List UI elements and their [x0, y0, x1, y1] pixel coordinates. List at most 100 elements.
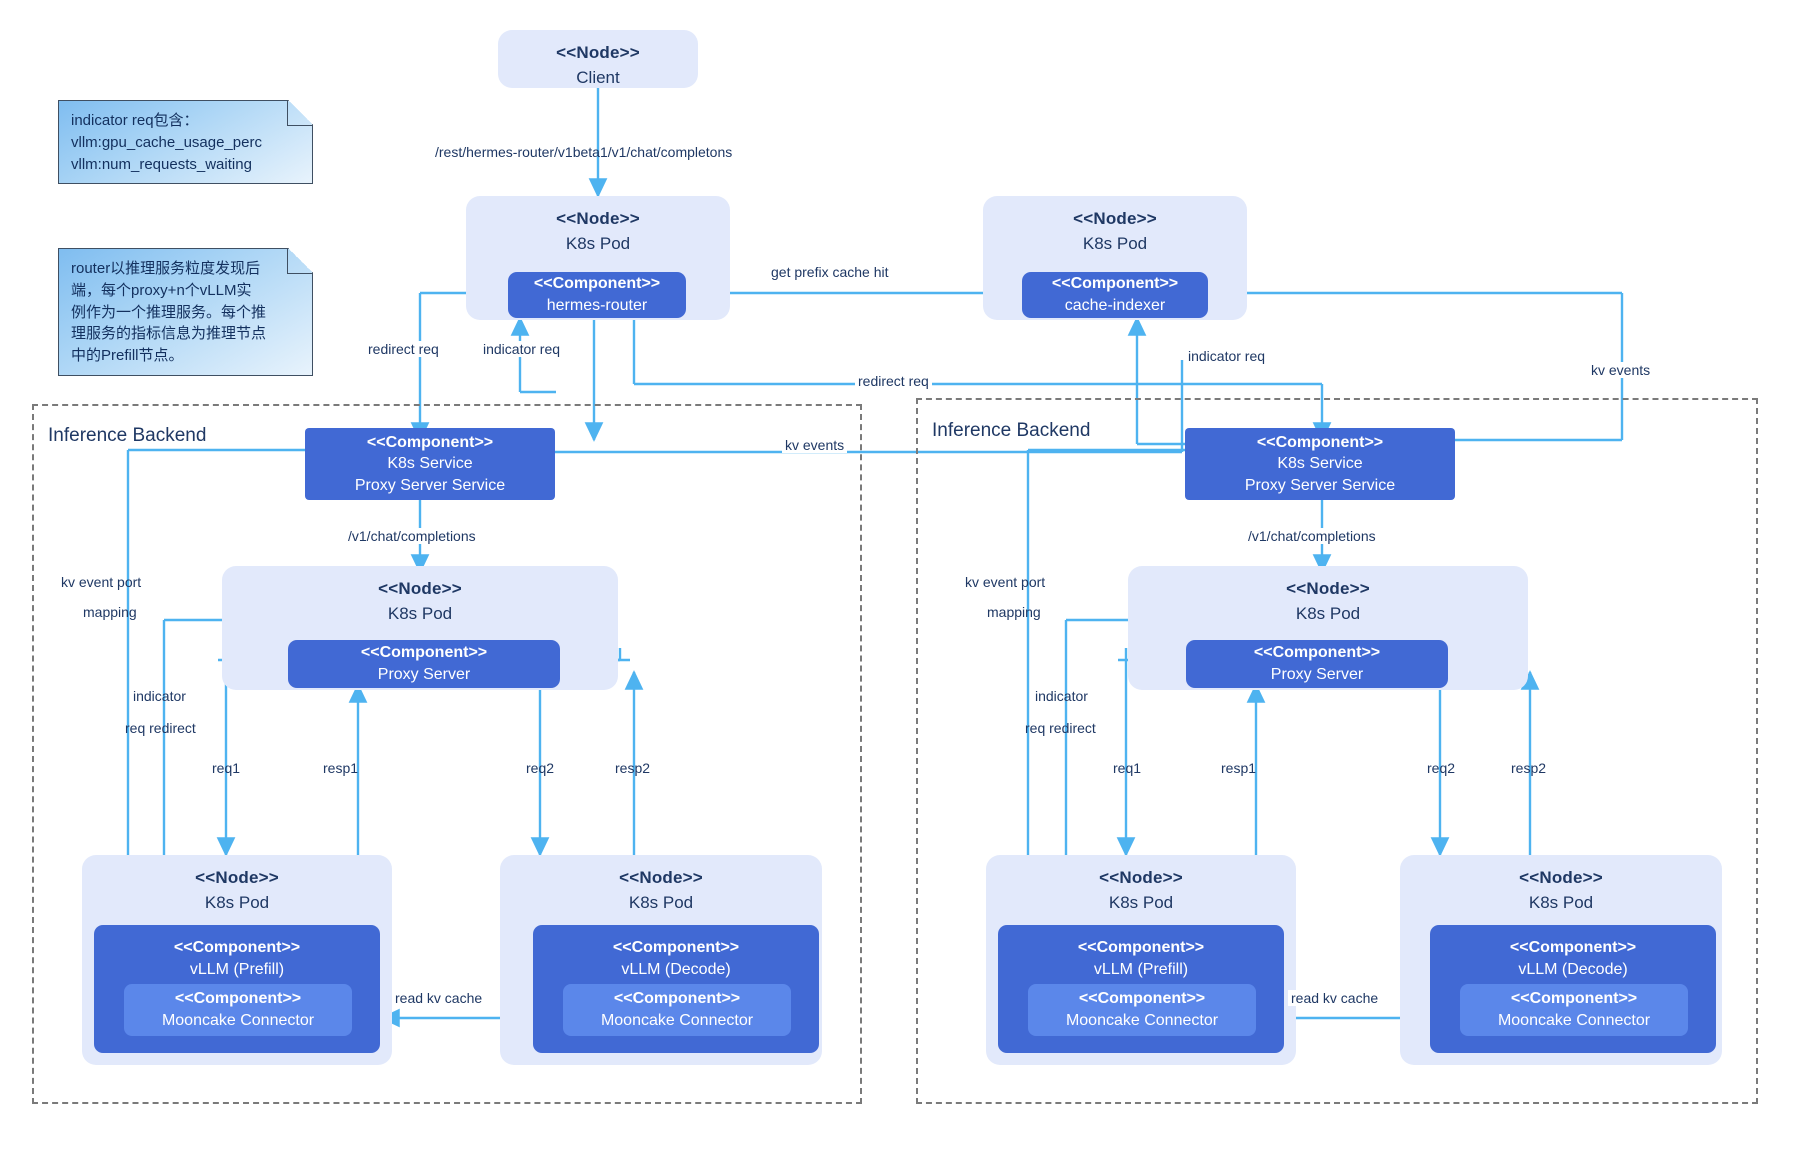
- node-stereotype: <<Node>>: [1519, 868, 1603, 887]
- component-stereotype: <<Component>>: [613, 990, 741, 1008]
- node-label: K8s Pod: [628, 892, 694, 912]
- component-stereotype: <<Component>>: [1077, 939, 1205, 956]
- note-router-discovery: router以推理服务粒度发现后 端，每个proxy+n个vLLM实 例作为一个…: [58, 248, 313, 376]
- component-hermes-router[interactable]: <<Component>> hermes-router: [508, 272, 686, 318]
- edge-label-resp2-left: resp2: [615, 760, 651, 776]
- edge-label-redirect-req-right: redirect req: [855, 373, 932, 389]
- component-stereotype: <<Component>>: [1510, 990, 1638, 1008]
- note-line: vllm:num_requests_waiting: [71, 155, 252, 173]
- component-label: Mooncake Connector: [600, 1012, 754, 1029]
- component-label: Mooncake Connector: [161, 1012, 315, 1029]
- node-stereotype: <<Node>>: [1099, 868, 1183, 887]
- component-stereotype: <<Component>>: [1051, 275, 1179, 293]
- component-stereotype: <<Component>>: [533, 275, 661, 293]
- component-label: Proxy Server: [377, 666, 471, 683]
- note-fold-icon: [287, 248, 313, 274]
- component-label-line2: Proxy Server Service: [1244, 476, 1396, 494]
- component-mooncake-connector-decode-left[interactable]: <<Component>> Mooncake Connector: [563, 984, 791, 1036]
- node-stereotype: <<Node>>: [1073, 209, 1157, 228]
- edge-label-resp1-right: resp1: [1221, 760, 1257, 776]
- edge-label-resp2-right: resp2: [1511, 760, 1547, 776]
- note-indicator-req: indicator req包含： vllm:gpu_cache_usage_pe…: [58, 100, 313, 185]
- component-k8s-service-left[interactable]: <<Component>> K8s Service Proxy Server S…: [305, 428, 555, 500]
- component-stereotype: <<Component>>: [1253, 644, 1381, 662]
- node-label: Client: [576, 67, 620, 87]
- note-line: vllm:gpu_cache_usage_perc: [71, 133, 262, 151]
- component-stereotype: <<Component>>: [612, 939, 740, 956]
- component-label: vLLM (Prefill): [189, 960, 285, 978]
- note-line: 端，每个proxy+n个vLLM实: [71, 281, 252, 299]
- component-mooncake-connector-prefill-right[interactable]: <<Component>> Mooncake Connector: [1028, 984, 1256, 1036]
- node-stereotype: <<Node>>: [1286, 579, 1370, 598]
- component-label: hermes-router: [546, 297, 648, 314]
- component-label: vLLM (Prefill): [1093, 960, 1189, 978]
- component-label: vLLM (Decode): [1518, 960, 1628, 978]
- note-line: router以推理服务粒度发现后: [71, 260, 261, 277]
- component-stereotype: <<Component>>: [173, 939, 301, 956]
- edge-label-indicator-right-1: indicator: [1035, 688, 1088, 704]
- backend-right-title: Inference Backend: [932, 420, 1091, 441]
- edge-label-indicator-left-2: req redirect: [125, 720, 196, 736]
- component-stereotype: <<Component>>: [1078, 990, 1206, 1008]
- component-stereotype: <<Component>>: [1509, 939, 1637, 956]
- backend-left-frame: [32, 404, 862, 1104]
- component-mooncake-connector-prefill-left[interactable]: <<Component>> Mooncake Connector: [124, 984, 352, 1036]
- edge-label-req2-left: req2: [526, 760, 555, 776]
- component-stereotype: <<Component>>: [1256, 433, 1384, 451]
- node-client[interactable]: <<Node>> Client: [498, 30, 698, 88]
- component-cache-indexer[interactable]: <<Component>> cache-indexer: [1022, 272, 1208, 318]
- node-label: K8s Pod: [1082, 233, 1148, 253]
- node-label: K8s Pod: [565, 233, 631, 253]
- component-stereotype: <<Component>>: [174, 990, 302, 1008]
- edge-label-req1-right: req1: [1113, 760, 1142, 776]
- note-line: 例作为一个推理服务。每个推: [71, 303, 267, 321]
- node-label: K8s Pod: [1108, 892, 1174, 912]
- node-stereotype: <<Node>>: [619, 868, 703, 887]
- node-stereotype: <<Node>>: [556, 43, 640, 62]
- backend-left-title: Inference Backend: [48, 425, 207, 446]
- edge-label-kv-event-port-right-1: kv event port: [965, 574, 1046, 590]
- component-label: Mooncake Connector: [1065, 1012, 1219, 1029]
- component-proxy-server-left[interactable]: <<Component>> Proxy Server: [288, 640, 560, 688]
- component-mooncake-connector-decode-right[interactable]: <<Component>> Mooncake Connector: [1460, 984, 1688, 1036]
- edge-label-kv-events-right: kv events: [1588, 362, 1654, 378]
- component-proxy-server-right[interactable]: <<Component>> Proxy Server: [1186, 640, 1448, 688]
- node-stereotype: <<Node>>: [378, 579, 462, 598]
- note-line: 理服务的指标信息为推理节点: [71, 325, 267, 343]
- component-label-line1: K8s Service: [387, 455, 473, 473]
- edge-label-kv-event-port-right-2: mapping: [987, 604, 1041, 620]
- node-label: K8s Pod: [204, 892, 270, 912]
- edge-label-read-kv-cache-right: read kv cache: [1288, 990, 1382, 1006]
- component-stereotype: <<Component>>: [360, 644, 488, 662]
- edge-label-chat-completions-right: /v1/chat/completions: [1245, 528, 1379, 544]
- edge-label-req2-right: req2: [1427, 760, 1456, 776]
- edge-label-get-prefix-cache-hit: get prefix cache hit: [768, 264, 892, 280]
- component-label: vLLM (Decode): [621, 960, 731, 978]
- edge-label-chat-completions-left: /v1/chat/completions: [345, 528, 479, 544]
- edge-label-indicator-left-1: indicator: [133, 688, 186, 704]
- component-stereotype: <<Component>>: [366, 433, 494, 451]
- edge-label-resp1-left: resp1: [323, 760, 359, 776]
- node-stereotype: <<Node>>: [195, 868, 279, 887]
- edge-label-client-to-router: /rest/hermes-router/v1beta1/v1/chat/comp…: [435, 144, 733, 160]
- edge-label-indicator-req-left: indicator req: [480, 341, 564, 357]
- edge-label-kv-event-port-left-2: mapping: [83, 604, 137, 620]
- edge-label-req1-left: req1: [212, 760, 241, 776]
- component-label: Mooncake Connector: [1497, 1012, 1651, 1029]
- backend-right-frame: [916, 398, 1758, 1104]
- component-label: Proxy Server: [1270, 666, 1364, 683]
- edge-label-kv-events-left: kv events: [782, 437, 848, 453]
- note-line: indicator req包含：: [71, 112, 199, 129]
- component-label: cache-indexer: [1064, 297, 1166, 314]
- node-label: K8s Pod: [1295, 603, 1361, 623]
- note-line: 中的Prefill节点。: [71, 347, 184, 364]
- component-label-line2: Proxy Server Service: [354, 476, 506, 494]
- edge-label-kv-event-port-left-1: kv event port: [61, 574, 142, 590]
- node-stereotype: <<Node>>: [556, 209, 640, 228]
- edge-label-redirect-req-left: redirect req: [365, 341, 442, 357]
- component-k8s-service-right[interactable]: <<Component>> K8s Service Proxy Server S…: [1185, 428, 1455, 500]
- edge-label-indicator-req-right: indicator req: [1185, 348, 1269, 364]
- component-label-line1: K8s Service: [1277, 455, 1363, 473]
- edge-label-indicator-right-2: req redirect: [1025, 720, 1096, 736]
